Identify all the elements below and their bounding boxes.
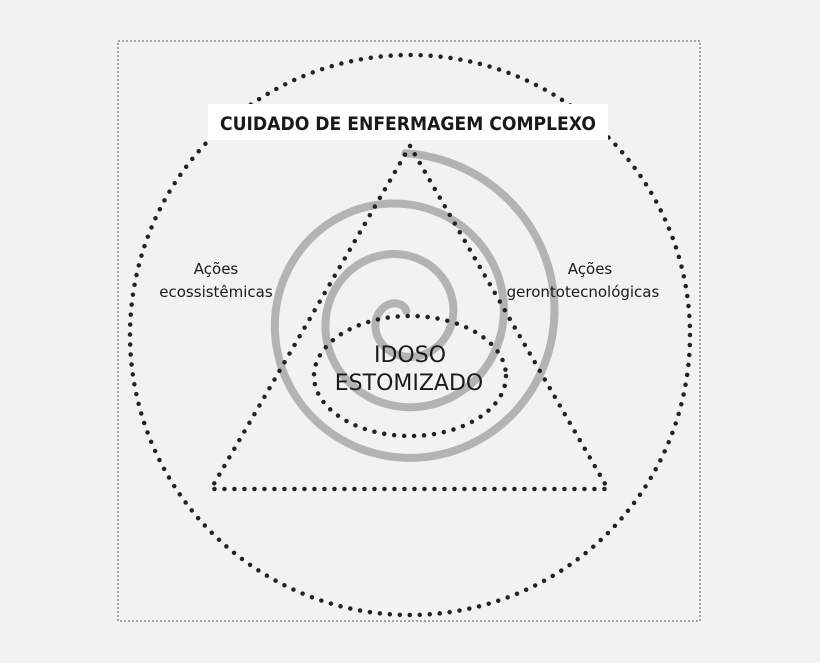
diagram-title: CUIDADO DE ENFERMAGEM COMPLEXO [220,113,596,135]
inner-dotted-ellipse [311,313,509,439]
center-label-line2: ESTOMIZADO [335,371,483,396]
center-label-line1: IDOSO [374,343,446,368]
outer-dotted-circle [127,52,693,618]
care-spiral [270,149,559,462]
right-label-line2: gerontotecnológicas [507,283,660,301]
right-label-line1: Ações [568,260,613,278]
title-box [208,104,608,140]
left-label-line2: ecossistêmicas [159,283,273,301]
outer-frame [117,40,701,622]
left-label-line1: Ações [194,260,239,278]
dotted-triangle [208,143,611,492]
